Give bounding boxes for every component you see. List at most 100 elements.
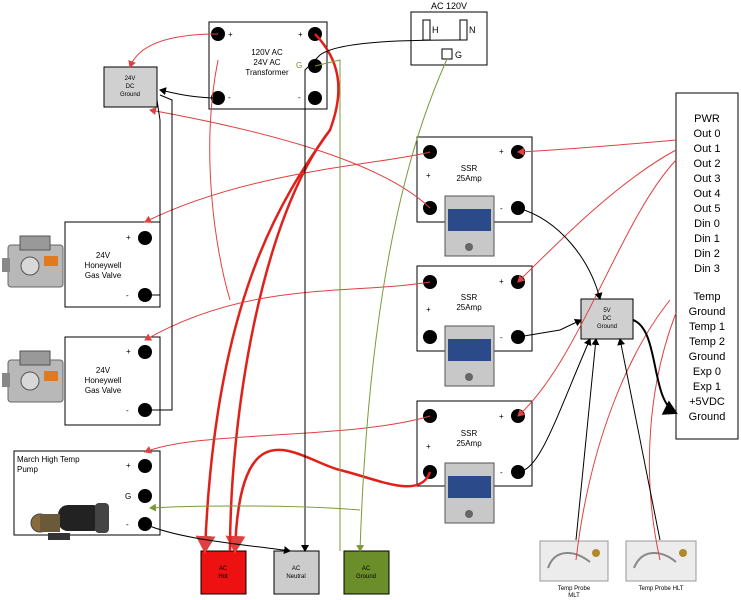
controller-ground-link	[632, 319, 678, 415]
pump-minus: -	[126, 520, 129, 529]
gv1-line-1: 24V	[96, 251, 111, 260]
gv2-line-3: Gas Valve	[85, 386, 122, 395]
gas-valve-2-image	[2, 350, 64, 403]
transformer-g-label: G	[296, 61, 302, 70]
dc5-line-2: DC	[603, 316, 612, 322]
pump-line-2: Pump	[17, 465, 38, 474]
gv2-plus: +	[126, 347, 131, 356]
controller-pin: Ground	[689, 351, 726, 363]
gv1-plus: +	[126, 233, 131, 242]
gv2-line-2: Honeywell	[85, 376, 122, 385]
signal-wires	[128, 33, 677, 561]
ssr3-minus: -	[500, 468, 503, 477]
controller-pin: Din 2	[694, 248, 720, 260]
ssr1-plus-left: +	[426, 171, 431, 180]
controller-pins: PWR Out 0 Out 1 Out 2 Out 3 Out 4 Out 5 …	[689, 113, 726, 423]
controller-pin: Ground	[689, 411, 726, 423]
ssr1-line-1: SSR	[461, 164, 478, 173]
controller-pin: Temp	[694, 291, 721, 303]
transformer-line-2: 24V AC	[253, 58, 280, 67]
pump-image	[30, 503, 109, 540]
gv2-line-1: 24V	[96, 366, 111, 375]
ssr3-line-2: 25Amp	[456, 439, 482, 448]
controller-box	[675, 92, 739, 440]
transformer-box	[208, 21, 328, 110]
dc5-ground-box	[580, 298, 634, 340]
bus-ground-line-1: AC	[362, 566, 371, 572]
ssr1-minus: -	[500, 204, 503, 213]
probe-mlt-line-2: MLT	[568, 593, 580, 599]
ssr3-line-1: SSR	[461, 429, 478, 438]
probe-hlt-label: Temp Probe HLT	[639, 586, 684, 592]
ac-neutral-bus	[273, 550, 320, 595]
gv1-line-2: Honeywell	[85, 261, 122, 270]
gv1-minus: -	[126, 291, 129, 300]
dc24-line-1: 24V	[125, 76, 136, 82]
dc5-line-1: 5V	[603, 308, 610, 314]
controller-pin: Out 2	[694, 158, 721, 170]
transformer-minus-left: -	[228, 93, 231, 102]
controller-pin: Out 5	[694, 203, 721, 215]
transformer-terminal-br	[308, 91, 322, 105]
gv1-line-3: Gas Valve	[85, 271, 122, 280]
ssr2-line-2: 25Amp	[456, 303, 482, 312]
ssr2-plus-left: +	[426, 305, 431, 314]
probe-mlt-line-1: Temp Probe	[558, 586, 591, 592]
pump-terminal-plus	[138, 459, 152, 473]
ssr2-terminal-bl	[423, 330, 437, 344]
ssr-3-image	[444, 462, 495, 524]
probe-hlt-image	[625, 540, 697, 582]
bus-ground-line-2: Ground	[356, 574, 376, 580]
controller-pin: Din 0	[694, 218, 720, 230]
ac-source-ground-label: G	[455, 50, 462, 60]
controller-pin: Ground	[689, 306, 726, 318]
controller-pin: Temp 2	[689, 336, 725, 348]
ac-source-neutral-label: N	[469, 25, 476, 35]
transformer-line-1: 120V AC	[251, 48, 283, 57]
pump-g: G	[125, 492, 131, 501]
transformer-plus-right: +	[298, 30, 303, 39]
gv2-minus: -	[126, 406, 129, 415]
ac-ground-terminal	[441, 48, 453, 60]
ac-hot-terminal	[422, 19, 431, 41]
controller-pin: Out 4	[694, 188, 721, 200]
ac-source-hot-label: H	[432, 25, 439, 35]
ssr1-plus-right: +	[499, 147, 504, 156]
ac-source-title: AC 120V	[431, 1, 467, 11]
controller-pin: Exp 0	[693, 366, 721, 378]
pump-terminal-g	[138, 489, 152, 503]
gv2-terminal-plus	[138, 345, 152, 359]
transformer-minus-right: -	[298, 93, 301, 102]
dc5-line-3: Ground	[597, 324, 617, 330]
bus-hot-line-2: Hot	[218, 574, 228, 580]
ssr2-line-1: SSR	[461, 293, 478, 302]
ac-hot-bus	[200, 550, 247, 595]
ssr2-minus: -	[500, 333, 503, 342]
controller-pin: +5VDC	[689, 396, 725, 408]
ground-wires	[149, 58, 448, 552]
transformer-plus-left: +	[228, 30, 233, 39]
ssr3-plus-right: +	[499, 412, 504, 421]
ssr3-plus-left: +	[426, 442, 431, 451]
pump-plus: +	[126, 461, 131, 470]
probe-mlt-image	[539, 540, 609, 582]
dc-wires	[144, 39, 661, 555]
controller-pin: Din 3	[694, 263, 720, 275]
ac-neutral-terminal	[459, 19, 468, 41]
ssr2-plus-right: +	[499, 277, 504, 286]
controller-pin: PWR	[694, 113, 720, 125]
dc24-line-3: Ground	[120, 92, 140, 98]
transformer-line-3: Transformer	[245, 68, 289, 77]
gas-valve-1-image	[2, 235, 64, 288]
controller-pin: Out 1	[694, 143, 721, 155]
controller-pin: Temp 1	[689, 321, 725, 333]
controller-pin: Out 3	[694, 173, 721, 185]
ssr1-line-2: 25Amp	[456, 174, 482, 183]
dc24-line-2: DC	[126, 84, 135, 90]
controller-pin: Exp 1	[693, 381, 721, 393]
controller-pin: Din 1	[694, 233, 720, 245]
bus-hot-line-1: AC	[219, 566, 228, 572]
ssr-1-image	[444, 195, 495, 257]
ac-ground-bus	[343, 550, 390, 595]
